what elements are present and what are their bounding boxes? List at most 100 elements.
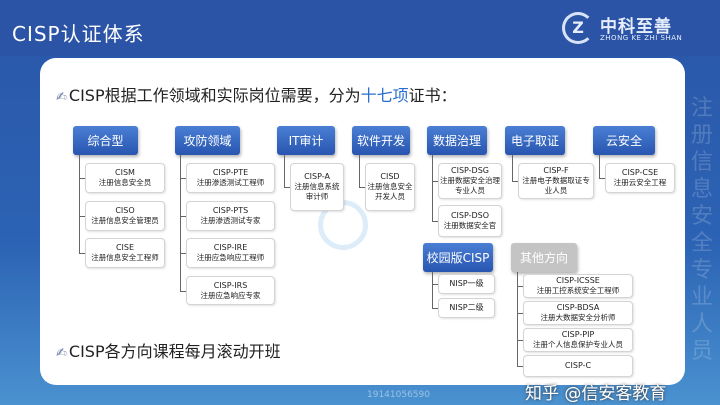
connector-line xyxy=(79,155,80,253)
connector-line xyxy=(79,178,85,179)
certificate-code: CISP-DSO xyxy=(450,211,490,220)
connector-line xyxy=(432,181,438,182)
connector-line xyxy=(512,155,513,181)
certificate-name: 注册电子数据取证专业人员 xyxy=(522,176,590,195)
intro-suffix: 证书： xyxy=(408,86,457,105)
certificate-name: 注册渗透测试专家 xyxy=(200,216,261,225)
certificate-item: NISP二级 xyxy=(438,298,495,318)
certificate-code: CISP-PTE xyxy=(212,168,249,177)
certificate-name: 注册信息安全管理员 xyxy=(91,216,159,225)
certificate-name: 注册信息安全员 xyxy=(98,178,152,187)
logo-subtext: ZHONG KE ZHI SHAN xyxy=(600,34,683,42)
connector-line xyxy=(180,155,181,291)
certificate-code: CISP-CSE xyxy=(621,168,659,177)
brand-logo: Z 中科至善 ZHONG KE ZHI SHAN xyxy=(562,12,712,48)
certificate-name: 注册数据安全官 xyxy=(443,221,497,230)
connector-line xyxy=(517,286,523,287)
connector-line xyxy=(432,284,438,285)
logo-text: 中科至善 xyxy=(600,17,672,37)
certificate-name: 注册信息安全开发人员 xyxy=(367,182,413,201)
certificate-name: 注册应急响应专家 xyxy=(200,290,261,300)
connector-line xyxy=(180,216,186,217)
connector-line xyxy=(284,187,290,188)
footer-text: CISP各方向课程每月滚动开班 xyxy=(68,342,281,361)
intro-text: CISP根据工作领域和实际岗位需要，分为 xyxy=(68,86,361,105)
connector-line xyxy=(517,340,523,341)
connector-line xyxy=(432,308,438,309)
connector-line xyxy=(517,366,523,367)
certificate-code: CISP-BDSA xyxy=(556,303,600,312)
intro-line: ✍CISP根据工作领域和实际岗位需要，分为十七项证书： xyxy=(56,82,457,106)
footer-line: ✍CISP各方向课程每月滚动开班 xyxy=(56,338,281,362)
category-header: 云安全 xyxy=(593,126,655,155)
certificate-code: CISP-ICSSE xyxy=(556,276,600,285)
page-title: CISP认证体系 xyxy=(12,22,145,46)
category-header: 其他方向 xyxy=(511,243,577,272)
connector-line xyxy=(432,272,433,308)
pen-icon: ✍ xyxy=(56,90,67,105)
connector-line xyxy=(599,155,600,178)
connector-line xyxy=(180,253,186,254)
connector-line xyxy=(517,313,523,314)
connector-line xyxy=(79,216,85,217)
connector-line xyxy=(432,221,438,222)
pen-icon: ✍ xyxy=(56,346,67,361)
phone-number: 19141056590 xyxy=(367,390,430,400)
category-header: 攻防领域 xyxy=(175,126,240,155)
connector-line xyxy=(284,155,285,187)
connector-line xyxy=(180,290,186,292)
connector-line xyxy=(359,155,360,187)
category-header: 电子取证 xyxy=(505,126,565,155)
connector-line xyxy=(512,181,518,182)
connector-line xyxy=(599,178,605,179)
certificate-name: 注册个人信息保护专业人员 xyxy=(533,340,623,349)
connector-line xyxy=(79,253,85,254)
category-header: 校园版CISP xyxy=(423,243,493,272)
certificate-code: CISP-IRE xyxy=(213,243,248,252)
certificate-name: 注册渗透测试工程师 xyxy=(196,178,265,187)
side-vertical-text: 注册信息安全专业人员 xyxy=(690,96,713,364)
certificate-code: CISP-F xyxy=(543,166,569,175)
connector-line xyxy=(180,178,186,179)
intro-highlight: 十七项 xyxy=(360,86,409,105)
certificate-name: 注册云安全工程 xyxy=(613,178,667,187)
certificate-code: CISD xyxy=(380,172,400,181)
category-header: 软件开发 xyxy=(352,126,410,155)
category-header: 综合型 xyxy=(73,126,138,155)
connector-line xyxy=(432,155,433,221)
certificate-code: NISP二级 xyxy=(449,303,484,312)
connector-line xyxy=(517,272,518,366)
certificate-code: CISP-A xyxy=(304,172,330,181)
certificate-code: CISO xyxy=(115,206,135,215)
certificate-name: 注册信息安全工程师 xyxy=(91,253,159,262)
certificate-name: 注册大数据安全分析师 xyxy=(540,313,616,322)
certificate-item: CISP-C xyxy=(523,355,633,377)
certificate-name: 注册信息系统审计师 xyxy=(294,182,340,201)
certificate-code: CISM xyxy=(115,168,135,177)
certificate-name: 注册工控系统安全工程师 xyxy=(536,286,620,295)
zks-logo-icon: Z xyxy=(562,12,594,44)
connector-line xyxy=(359,187,365,188)
certificate-code: CISP-DSG xyxy=(451,166,489,175)
certificate-code: NISP一级 xyxy=(449,279,484,288)
certificate-code: CISP-IRS xyxy=(213,280,248,290)
certificate-code: CISP-C xyxy=(564,361,592,370)
category-header: IT审计 xyxy=(277,126,335,155)
category-header: 数据治理 xyxy=(427,126,487,155)
